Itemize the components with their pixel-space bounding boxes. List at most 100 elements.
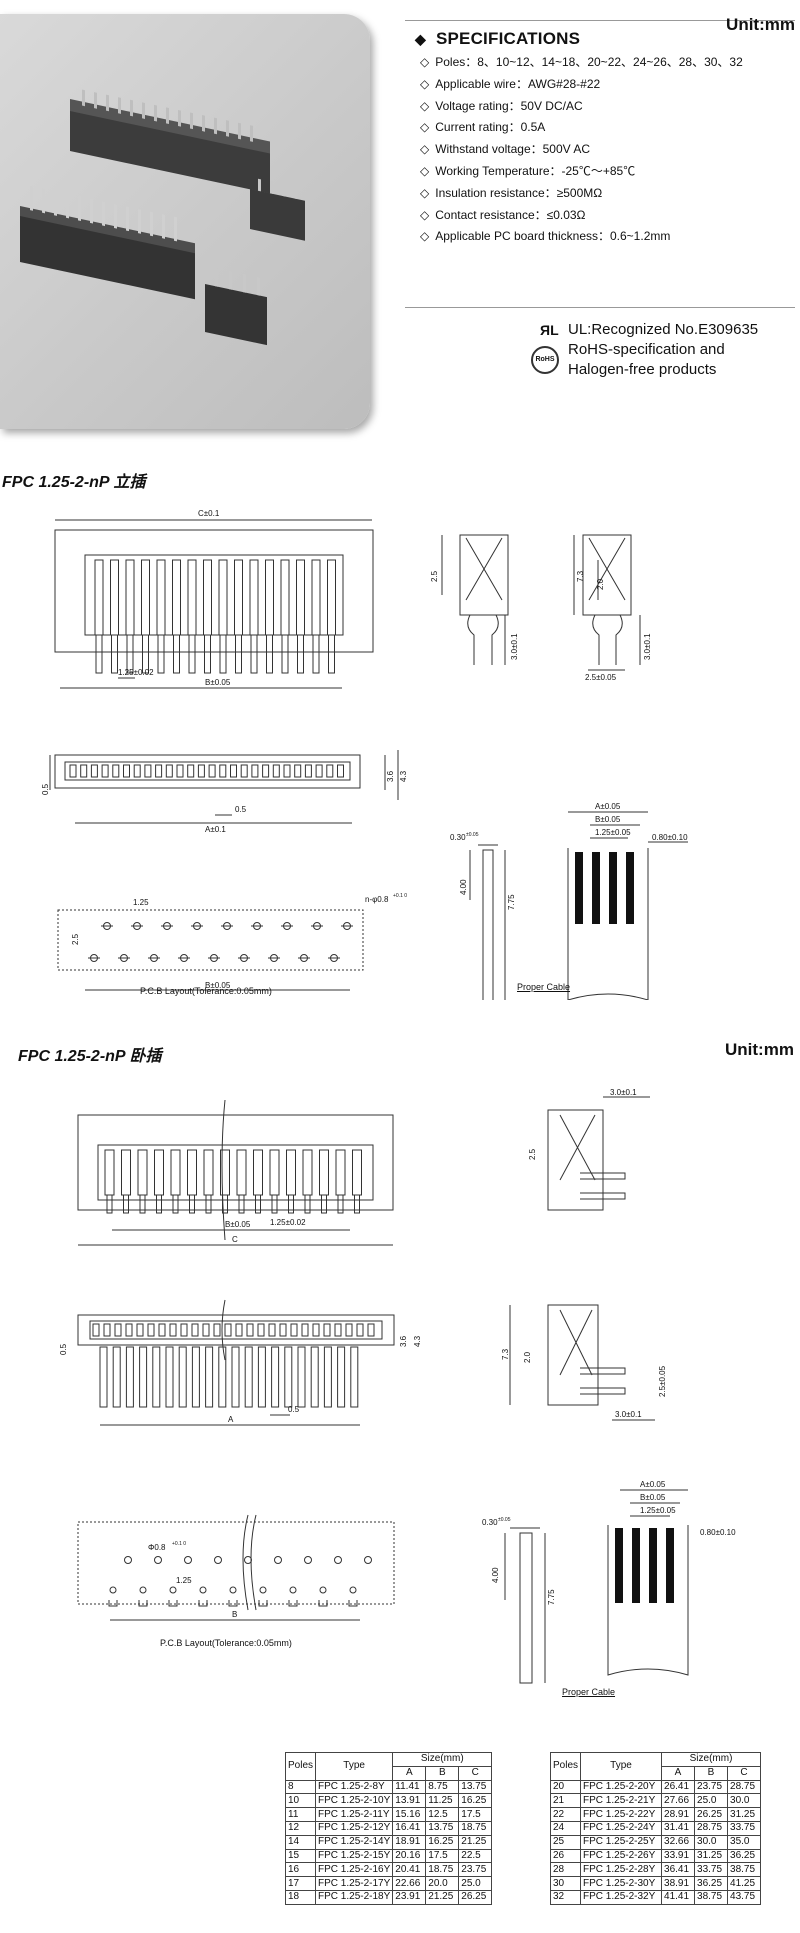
contact-cell xyxy=(235,1323,243,1337)
table-cell: 26.41 xyxy=(661,1779,696,1795)
table-cell: 18.75 xyxy=(458,1820,493,1836)
ul-logo-icon: ЯL xyxy=(540,322,559,338)
contact-cell xyxy=(187,764,195,778)
pin-slot xyxy=(154,1149,164,1196)
contact-cell xyxy=(367,1323,375,1337)
pin-leg xyxy=(281,634,289,674)
contact-cell xyxy=(251,764,259,778)
pin-slot xyxy=(218,559,228,636)
pcb-hole xyxy=(169,1586,177,1594)
pin-slot xyxy=(110,559,119,636)
pin-leg xyxy=(173,634,180,674)
table-cell: FPC 1.25-2-15Y xyxy=(315,1848,394,1864)
table-cell: 36.25 xyxy=(727,1848,762,1864)
dim-top-t2: 3.6 xyxy=(386,770,395,782)
cable-caption-horizontal: Proper Cable xyxy=(562,1687,616,1697)
dim2-cable-b: B±0.05 xyxy=(640,1493,666,1502)
spec-item: Applicable PC board thickness：0.6~1.2mm xyxy=(420,226,743,248)
pcb-hole xyxy=(349,1586,357,1594)
pin-leg xyxy=(112,1346,121,1408)
contact-cell xyxy=(112,764,120,778)
contact-cell xyxy=(230,764,237,778)
dim2-pcb-b: B xyxy=(232,1610,237,1619)
pin-leg xyxy=(288,1194,294,1214)
table-cell: 28.75 xyxy=(694,1820,729,1836)
pcb-hole xyxy=(109,1586,117,1594)
dim-cable-775: 7.75 xyxy=(507,894,516,910)
pcb-hole xyxy=(244,1556,252,1564)
dim2-h4: 2.5±0.05 xyxy=(658,1365,667,1397)
pin-leg xyxy=(255,1194,261,1214)
contact-cell xyxy=(114,1323,122,1337)
side-view-drawing xyxy=(441,534,641,671)
contact-cell xyxy=(326,764,334,778)
contact-cell xyxy=(290,1323,298,1337)
contact-cell xyxy=(155,764,163,778)
dim2-h1: 2.5 xyxy=(528,1148,537,1160)
pin-leg xyxy=(204,634,211,674)
table-cell: 31.41 xyxy=(661,1820,696,1836)
pcb-layout-h-drawing xyxy=(77,1521,395,1605)
contact-cell xyxy=(323,1323,331,1337)
table-cell: 26.25 xyxy=(458,1889,493,1905)
dim-side-w1: 2.5±0.05 xyxy=(585,673,617,682)
dim-cable-p: 1.25±0.05 xyxy=(595,828,631,837)
table-cell: 21 xyxy=(549,1793,582,1809)
contact-cell xyxy=(191,1323,199,1337)
vertical-drawings: C±0.1 1.25±0.02 B±0.05 2.5 3.0±0.1 7.3 2… xyxy=(41,509,688,1000)
table-cell: FPC 1.25-2-8Y xyxy=(315,1779,394,1795)
table-cell: FPC 1.25-2-10Y xyxy=(315,1793,394,1809)
specifications-header: ◆SPECIFICATIONS Unit:mm xyxy=(405,15,795,51)
pin-leg xyxy=(219,634,227,674)
table-cell: 13.75 xyxy=(425,1820,460,1836)
table-cell: 22.5 xyxy=(458,1848,493,1864)
cable-caption-vertical: Proper Cable xyxy=(517,982,571,992)
contact-cell xyxy=(334,1323,342,1337)
dim2-t2: 3.6 xyxy=(399,1335,408,1347)
contact-cell xyxy=(165,764,173,778)
table-cell: 15 xyxy=(284,1848,317,1864)
pin-slot xyxy=(137,1149,148,1196)
table-cell: FPC 1.25-2-20Y xyxy=(580,1779,663,1795)
contact-cell xyxy=(268,1323,276,1337)
pcb-hole xyxy=(124,1556,132,1564)
table-cell: 20 xyxy=(549,1779,582,1795)
pin-leg xyxy=(188,634,196,674)
pin-slot xyxy=(187,1149,197,1196)
table-cell: 21.25 xyxy=(425,1889,460,1905)
pin-slot xyxy=(172,559,181,636)
table-cell: 32 xyxy=(549,1889,582,1905)
contact-cell xyxy=(144,764,152,778)
pcb-hole xyxy=(259,1586,267,1594)
table-cell: FPC 1.25-2-16Y xyxy=(315,1862,394,1878)
rohs-text: RoHS-specification and xyxy=(568,341,725,358)
table-cell: 25.0 xyxy=(458,1876,493,1891)
cable-side-drawing xyxy=(469,844,506,1000)
dim2-pcb-hole-tol: +0.1 0 xyxy=(172,1541,186,1547)
specifications-list: Poles：8、10~12、14~18、20~22、24~26、28、30、32… xyxy=(420,52,743,248)
dim2-bot-w: 3.0±0.1 xyxy=(615,1410,642,1419)
pcb-hole xyxy=(214,1556,222,1564)
dim2-h2: 7.3 xyxy=(501,1348,510,1360)
contact-cell xyxy=(337,764,344,778)
pcb-hole xyxy=(229,1586,237,1594)
contact-cell xyxy=(257,1323,265,1337)
table-cell: 38.91 xyxy=(661,1876,696,1891)
table-cell: 14 xyxy=(284,1834,317,1850)
table-cell: 22.66 xyxy=(392,1876,427,1891)
pcb-hole xyxy=(364,1556,372,1564)
contact-cell xyxy=(272,764,280,778)
cable-conductor xyxy=(666,1528,674,1603)
cable-conductor xyxy=(632,1528,640,1603)
pcb-pad xyxy=(258,1600,268,1607)
table-cell: 28.75 xyxy=(727,1779,762,1795)
pcb-pad xyxy=(228,1600,238,1607)
